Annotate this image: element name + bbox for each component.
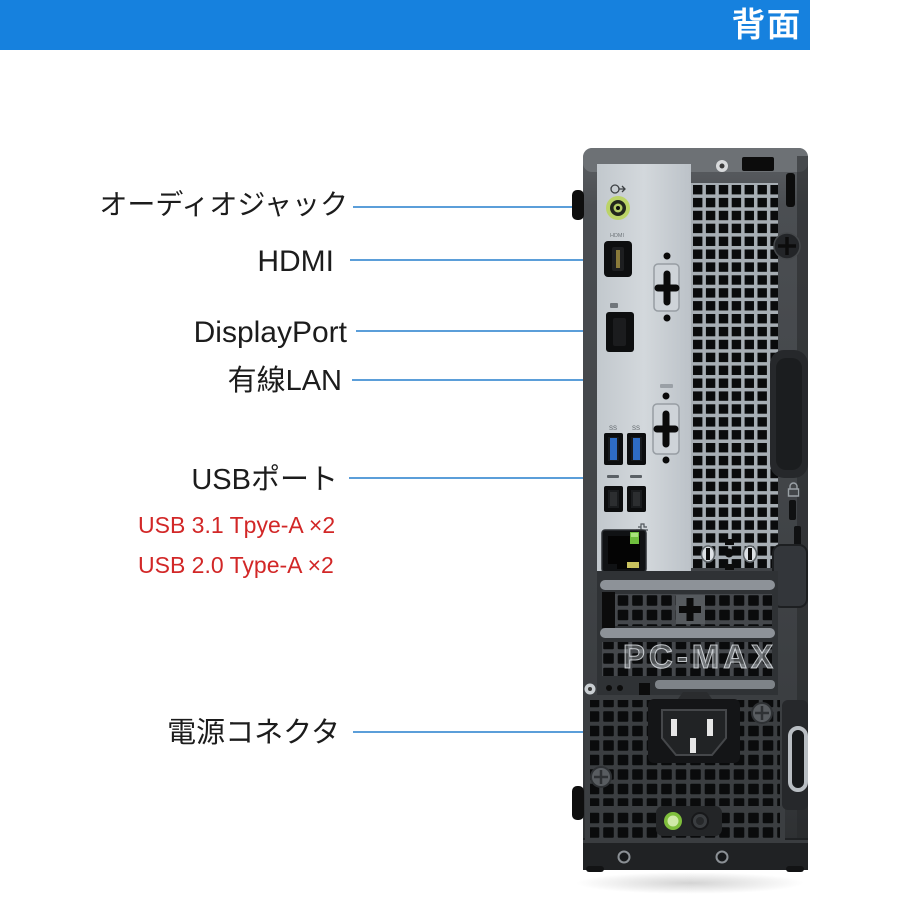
- hdmi-port: HDMI: [604, 233, 632, 277]
- slot-cover-bar: [600, 580, 775, 590]
- displayport-port: [606, 303, 634, 352]
- label-power-connector: 電源コネクタ: [167, 717, 340, 749]
- optional-port-brackets: [652, 252, 680, 464]
- label-displayport: DisplayPort: [193, 316, 347, 349]
- option-label: [660, 384, 673, 388]
- usb2-ports: [604, 475, 646, 512]
- note-usb31: USB 3.1 Tpye-A ×2: [138, 512, 336, 538]
- psu-screw: [590, 766, 612, 788]
- slot-screw-plus: [679, 598, 701, 621]
- psu-indicator: [656, 806, 722, 836]
- label-usb-ports: USBポート: [191, 464, 338, 496]
- dp-icon: [610, 303, 618, 308]
- panel-fasteners: [700, 539, 758, 570]
- note-usb20: USB 2.0 Type-A ×2: [138, 552, 334, 578]
- leader-line-lan-h: [352, 379, 625, 381]
- usb2-glyph-right: [630, 475, 642, 478]
- pc-max-watermark: PC-MAX: [623, 638, 777, 675]
- line-out-icon: [619, 185, 626, 193]
- side-handle: [770, 350, 808, 608]
- lan-led-amber: [627, 562, 639, 568]
- usb3-ss-label-left: SS: [609, 426, 617, 432]
- rear-latch-handle: [782, 700, 808, 810]
- bottom-frame: [583, 840, 808, 872]
- lan-port: [601, 523, 648, 573]
- label-lan: 有線LAN: [227, 365, 342, 397]
- audio-jack-port: [606, 184, 630, 220]
- padlock-icon: [787, 482, 800, 497]
- usb3-ss-label-right: SS: [632, 426, 640, 432]
- leader-line-audio: [353, 206, 603, 208]
- top-frame-details: [716, 157, 801, 260]
- floor-reflection: [575, 872, 805, 894]
- page-title: 背面: [732, 6, 802, 43]
- label-audio-jack: オーディオジャック: [99, 189, 348, 220]
- vent-grid: [691, 183, 778, 568]
- psu-area: [585, 692, 808, 844]
- hdmi-port-label: HDMI: [610, 233, 625, 239]
- power-inlet-c14: [648, 692, 740, 763]
- usb3-ports: SS SS: [604, 426, 646, 465]
- cover-notch: [742, 157, 774, 171]
- slot-cover-bar: [655, 680, 775, 689]
- leader-line-usb-h: [349, 477, 607, 479]
- expansion-slot-area: PC-MAX: [584, 571, 778, 695]
- lan-led-green: [630, 532, 639, 544]
- header-bar: 背面: [0, 0, 810, 50]
- psu-screw: [751, 702, 773, 724]
- label-hdmi: HDMI: [257, 245, 334, 278]
- release-latch: [772, 544, 808, 608]
- security-slot: [786, 173, 795, 207]
- leader-line-displayport: [356, 330, 607, 332]
- usb2-glyph-left: [607, 475, 619, 478]
- pc-rear-panel-illustration: HDMI SS SS: [572, 148, 808, 872]
- network-icon: [636, 523, 648, 531]
- leader-line-hdmi: [350, 259, 601, 261]
- slot-cover-bar: [600, 628, 775, 638]
- leader-line-power: [353, 731, 652, 733]
